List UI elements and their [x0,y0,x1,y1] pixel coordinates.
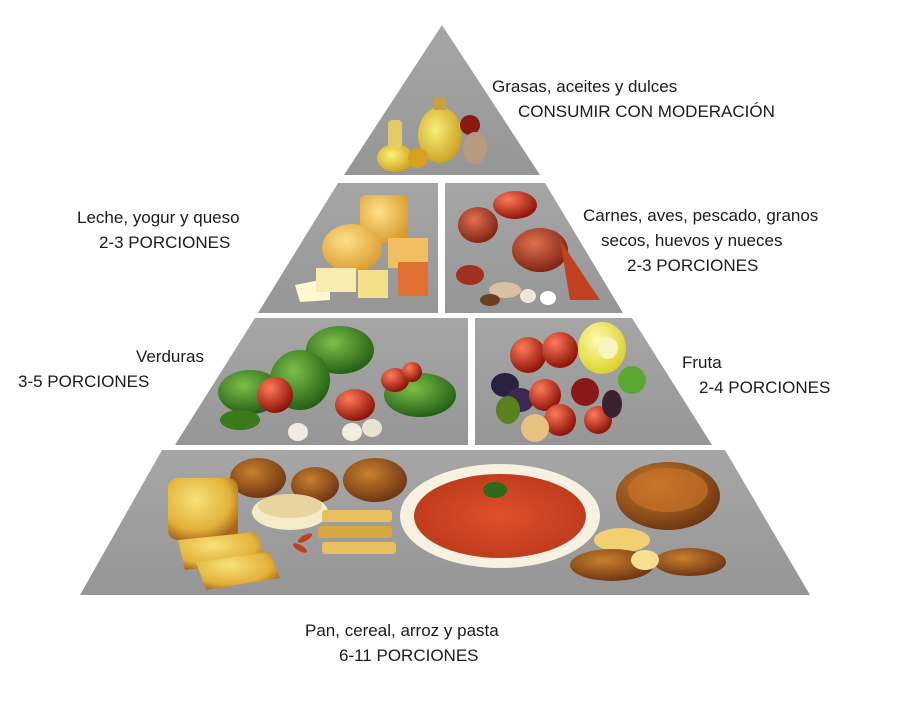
tier-fats-oils-sweets [344,25,540,175]
tier-grains [80,450,810,595]
tier-fruit [475,318,712,445]
label-grains: Pan, cereal, arroz y pasta 6-11 PORCIONE… [305,618,499,668]
label-fats-servings: CONSUMIR CON MODERACIÓN [518,102,775,121]
label-vegetables-servings: 3-5 PORCIONES [18,372,150,391]
label-protein-line2: secos, huevos y nueces [601,231,783,250]
tier-protein [445,183,623,313]
tier-dairy [258,183,438,313]
label-protein-servings: 2-3 PORCIONES [627,256,759,275]
label-fruit-name: Fruta [682,353,722,372]
label-vegetables-name: Verduras [135,347,204,366]
protein-food-illustration [456,191,600,306]
label-fats: Grasas, aceites y dulces CONSUMIR CON MO… [492,74,775,124]
label-vegetables: Verduras 3-5 PORCIONES [18,344,204,394]
grains-food-illustration [168,458,726,590]
label-fats-name: Grasas, aceites y dulces [492,77,678,96]
label-protein: Carnes, aves, pescado, granos secos, hue… [583,203,818,278]
vegetables-food-illustration [218,326,456,441]
dairy-food-illustration [295,195,428,302]
fats-food-illustration [377,98,487,172]
label-grains-servings: 6-11 PORCIONES [339,646,479,665]
label-dairy-servings: 2-3 PORCIONES [99,233,231,252]
label-fruit: Fruta 2-4 PORCIONES [682,350,830,400]
label-protein-line1: Carnes, aves, pescado, granos [583,206,819,225]
label-grains-name: Pan, cereal, arroz y pasta [305,621,499,640]
label-dairy: Leche, yogur y queso 2-3 PORCIONES [77,205,240,255]
tier-vegetables [175,318,468,445]
label-dairy-name: Leche, yogur y queso [77,208,240,227]
fruit-food-illustration [491,322,646,442]
label-fruit-servings: 2-4 PORCIONES [699,378,831,397]
